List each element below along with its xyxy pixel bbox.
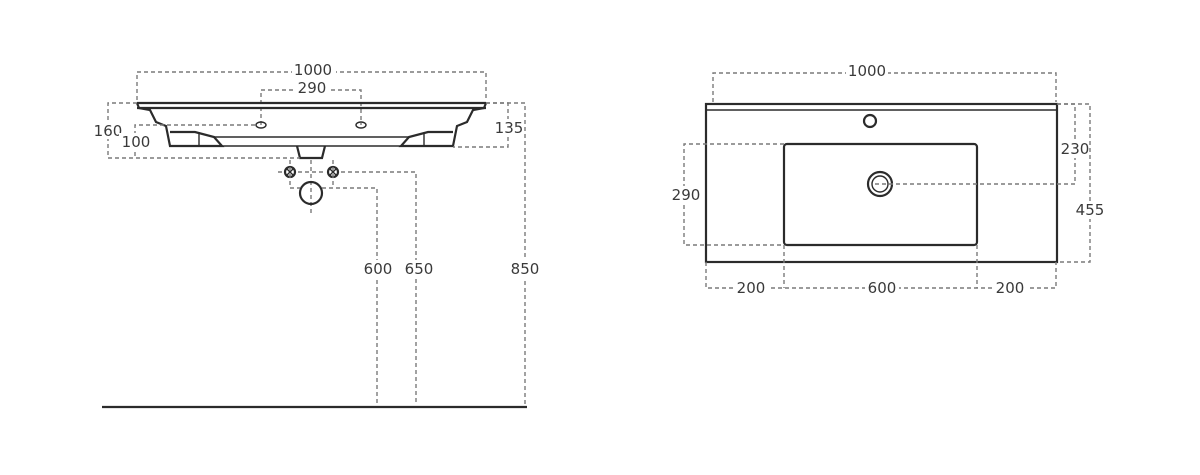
basin-top-outline bbox=[704, 102, 1059, 264]
height-850-dimension-line bbox=[486, 102, 526, 405]
side-view: 1000 290 160 100 135 bbox=[92, 60, 542, 409]
depth-100-label: 100 bbox=[122, 133, 151, 151]
basin-depth-label: 290 bbox=[672, 186, 701, 204]
tap-spacing-label: 290 bbox=[298, 79, 327, 97]
bottom-dimension-line bbox=[705, 245, 1057, 289]
top-width-label: 1000 bbox=[848, 62, 886, 80]
width-dimension-line bbox=[136, 71, 487, 100]
height-600-label: 600 bbox=[364, 260, 393, 278]
right-margin-label: 200 bbox=[996, 279, 1025, 297]
tap-hole bbox=[862, 113, 878, 129]
height-135-label: 135 bbox=[495, 119, 524, 137]
waste-pipe bbox=[290, 180, 378, 405]
drain-offset-label: 230 bbox=[1061, 140, 1090, 158]
supply-pipes bbox=[278, 160, 417, 405]
left-margin-label: 200 bbox=[737, 279, 766, 297]
basin-side-profile bbox=[135, 101, 488, 160]
depth-100-dimension-line bbox=[134, 124, 255, 158]
depth-label: 455 bbox=[1076, 201, 1105, 219]
top-width-dimension-line bbox=[712, 72, 1057, 102]
side-width-label: 1000 bbox=[294, 61, 332, 79]
height-850-label: 850 bbox=[511, 260, 540, 278]
height-160-label: 160 bbox=[94, 122, 123, 140]
depth-dimension-line bbox=[1057, 103, 1091, 263]
top-view: 1000 230 455 290 200 600 200 bbox=[670, 62, 1107, 297]
height-650-label: 650 bbox=[405, 260, 434, 278]
basin-width-label: 600 bbox=[868, 279, 897, 297]
